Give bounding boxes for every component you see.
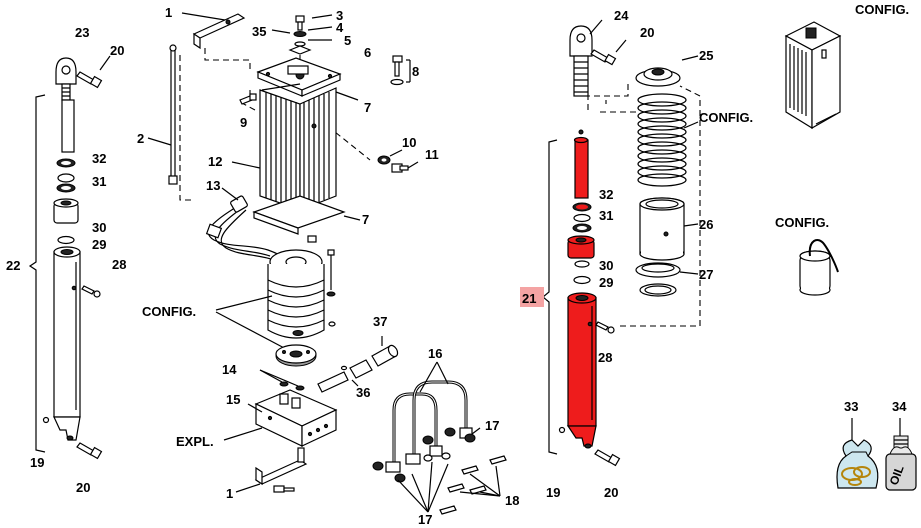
callout-10[interactable]: 10	[402, 135, 416, 150]
left-cylinder-assembly	[28, 55, 111, 460]
ring-31-r[interactable]	[573, 213, 591, 223]
fitting-36[interactable]	[349, 359, 373, 379]
callout-37[interactable]: 37	[373, 314, 387, 329]
callout-33[interactable]: 33	[844, 399, 858, 414]
screw-18[interactable]	[461, 465, 479, 475]
center-assembly	[147, 12, 419, 493]
callout-23[interactable]: 23	[75, 25, 89, 40]
callout-config-spring[interactable]: CONFIG.	[699, 110, 753, 125]
callout-9[interactable]: 9	[240, 115, 247, 130]
callout-29-r[interactable]: 29	[599, 275, 613, 290]
callout-8[interactable]: 8	[412, 64, 419, 79]
right-cylinder-assembly	[542, 19, 701, 467]
screw-20-tr[interactable]	[590, 49, 609, 63]
callout-config-motor[interactable]: CONFIG.	[142, 304, 196, 319]
seal-kit-bag-33[interactable]	[836, 439, 879, 489]
callout-32-r[interactable]: 32	[599, 187, 613, 202]
callout-1-top[interactable]: 1	[165, 5, 172, 20]
callout-35[interactable]: 35	[252, 24, 266, 39]
callout-20-br[interactable]: 20	[604, 485, 618, 500]
callout-20-tl[interactable]: 20	[110, 43, 124, 58]
callout-20-tr[interactable]: 20	[640, 25, 654, 40]
callout-27[interactable]: 27	[699, 267, 713, 282]
callout-12[interactable]: 12	[208, 154, 222, 169]
callout-expl[interactable]: EXPL.	[176, 434, 214, 449]
callout-19-r[interactable]: 19	[546, 485, 560, 500]
screw-3[interactable]	[295, 15, 305, 23]
callout-25[interactable]: 25	[699, 48, 713, 63]
callout-22[interactable]: 22	[6, 258, 20, 273]
callout-13[interactable]: 13	[206, 178, 220, 193]
bracket-1-top[interactable]	[192, 13, 246, 50]
o-ring-29-r[interactable]	[573, 275, 591, 285]
callout-4[interactable]: 4	[336, 20, 344, 35]
screw-28-r[interactable]	[595, 321, 609, 331]
selected-callout-highlight	[520, 287, 544, 307]
piston-rod[interactable]	[61, 99, 75, 153]
callout-31-l[interactable]: 31	[92, 174, 106, 189]
callout-17-right[interactable]: 17	[485, 418, 499, 433]
piston-rod-red[interactable]	[574, 139, 589, 199]
callout-36[interactable]: 36	[356, 385, 370, 400]
oil-label: OIL	[887, 463, 907, 487]
callout-34[interactable]: 34	[892, 399, 907, 414]
callout-21[interactable]: 21	[522, 291, 536, 306]
spring-column	[635, 55, 699, 297]
callout-15[interactable]: 15	[226, 392, 240, 407]
callout-6[interactable]: 6	[364, 45, 371, 60]
callout-7-mid[interactable]: 7	[362, 212, 369, 227]
callout-30-l[interactable]: 30	[92, 220, 106, 235]
hose-assembly	[372, 361, 507, 515]
callouts: 1 23 20 3 35 4 5 6 8 9 7 2 10 11 12 13 7…	[6, 2, 909, 527]
callout-32-l[interactable]: 32	[92, 151, 106, 166]
screw-14[interactable]	[279, 381, 289, 387]
hose-fitting[interactable]	[385, 461, 401, 473]
clevis-hole	[61, 65, 71, 75]
callout-config-top[interactable]: CONFIG.	[855, 2, 909, 17]
callout-14[interactable]: 14	[222, 362, 237, 377]
callout-11[interactable]: 11	[425, 147, 439, 162]
cylinder-base-red[interactable]	[566, 425, 597, 447]
bracket-22	[28, 94, 46, 453]
callout-24[interactable]: 24	[614, 8, 629, 23]
config-box-top-right	[784, 21, 842, 130]
motor-body[interactable]	[267, 264, 325, 339]
callout-26[interactable]: 26	[699, 217, 713, 232]
spring[interactable]	[637, 93, 687, 187]
bracket-21	[542, 139, 558, 455]
o-ring-29[interactable]	[57, 235, 75, 245]
callout-30-r[interactable]: 30	[599, 258, 613, 273]
seal-17[interactable]	[372, 461, 384, 471]
callout-3[interactable]: 3	[336, 8, 343, 23]
callout-1-bottom[interactable]: 1	[226, 486, 233, 501]
callout-31-r[interactable]: 31	[599, 208, 613, 223]
callout-18[interactable]: 18	[505, 493, 519, 508]
callout-19-l[interactable]: 19	[30, 455, 44, 470]
callout-7-top[interactable]: 7	[364, 100, 371, 115]
callout-config-cap[interactable]: CONFIG.	[775, 215, 829, 230]
callout-17-bottom[interactable]: 17	[418, 512, 432, 527]
ring-31[interactable]	[57, 173, 75, 183]
capacitor-config	[799, 239, 839, 296]
callout-2[interactable]: 2	[137, 131, 144, 146]
callout-20-bl[interactable]: 20	[76, 480, 90, 495]
callout-28-r[interactable]: 28	[598, 350, 612, 365]
accessories	[836, 418, 917, 491]
screw-28[interactable]	[81, 285, 95, 295]
screw-8[interactable]	[392, 55, 403, 63]
tie-rod-2[interactable]	[170, 47, 176, 179]
callout-5[interactable]: 5	[344, 33, 351, 48]
callout-29-l[interactable]: 29	[92, 237, 106, 252]
callout-28-l[interactable]: 28	[112, 257, 126, 272]
bracket-1-bottom[interactable]	[254, 459, 308, 485]
washer-4[interactable]	[293, 31, 307, 37]
callout-16[interactable]: 16	[428, 346, 442, 361]
